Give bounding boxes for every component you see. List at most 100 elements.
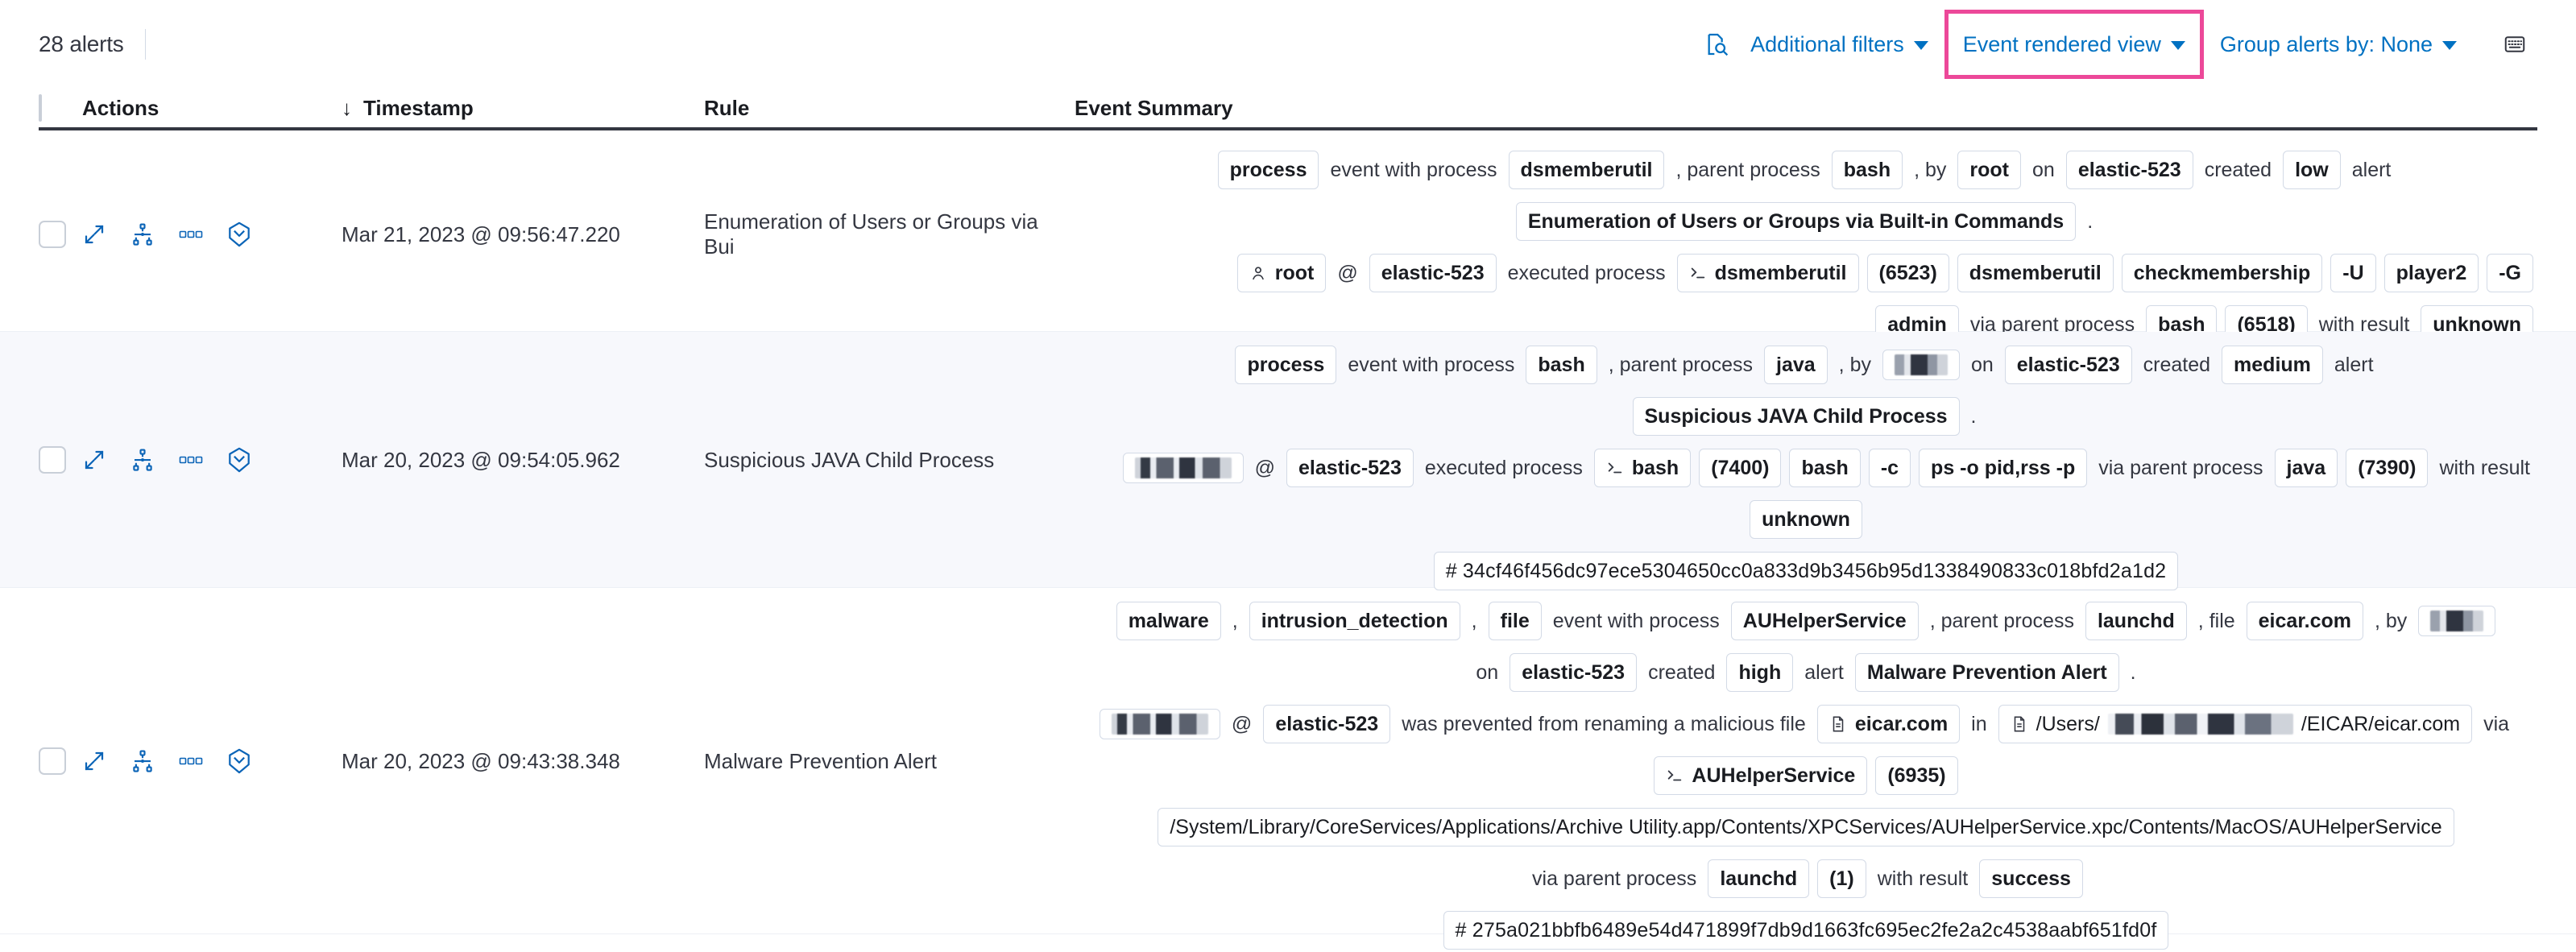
event-value-chip[interactable]: elastic-523	[2004, 346, 2132, 384]
session-view-icon[interactable]	[227, 221, 251, 247]
event-value-chip-label: java	[2286, 457, 2326, 479]
event-value-chip[interactable]: ps -o pid,rss -p	[1919, 449, 2088, 487]
event-value-chip[interactable]: java	[2274, 449, 2338, 487]
event-value-chip[interactable]: elastic-523	[1369, 254, 1497, 292]
analyzer-icon[interactable]	[130, 448, 155, 472]
event-value-chip[interactable]: root	[1957, 151, 2021, 189]
column-header-rule[interactable]: Rule	[704, 95, 750, 120]
redacted-value-chip[interactable]	[1882, 350, 1960, 380]
event-value-chip-label: eicar.com	[2258, 610, 2352, 632]
event-value-chip[interactable]: (6523)	[1866, 254, 1949, 292]
more-actions-icon[interactable]	[179, 754, 203, 768]
event-hash-chip[interactable]: # 34cf46f456dc97ece5304650cc0a833d9b3456…	[1433, 552, 2179, 590]
select-all-checkbox[interactable]	[39, 93, 42, 122]
row-actions-cell	[82, 332, 342, 588]
event-value-chip[interactable]: Malware Prevention Alert	[1854, 653, 2119, 692]
event-value-chip-label: bash	[1538, 354, 1585, 376]
additional-filters-button[interactable]: Additional filters	[1739, 22, 1940, 67]
redacted-value-chip[interactable]	[1099, 709, 1220, 739]
event-value-chip[interactable]: bash	[1526, 346, 1597, 384]
event-value-chip[interactable]: process	[1235, 346, 1337, 384]
expand-icon[interactable]	[82, 749, 106, 773]
event-value-chip[interactable]: dsmemberutil	[1676, 254, 1859, 292]
event-value-chip[interactable]: -G	[2487, 254, 2533, 292]
summary-text: in	[1971, 713, 1987, 735]
event-value-chip[interactable]: bash	[1789, 449, 1861, 487]
event-value-chip[interactable]: elastic-523	[1263, 705, 1391, 743]
event-value-chip[interactable]: (7390)	[2346, 449, 2429, 487]
event-value-chip[interactable]: bash	[1593, 449, 1692, 487]
event-value-chip[interactable]: high	[1726, 653, 1794, 692]
event-value-chip[interactable]: (7400)	[1699, 449, 1782, 487]
event-value-chip[interactable]: root	[1236, 254, 1327, 292]
event-value-chip[interactable]: -c	[1868, 449, 1911, 487]
event-summary-line: AUHelperService(6935)	[1075, 754, 2537, 797]
event-rendered-view-button[interactable]: Event rendered view	[1957, 22, 2192, 67]
row-select-cell	[39, 137, 82, 332]
event-value-chip-label: success	[1991, 867, 2071, 890]
event-value-chip[interactable]: elastic-523	[2065, 151, 2193, 189]
summary-text: @	[1254, 457, 1275, 479]
keyboard-icon[interactable]	[2492, 22, 2537, 67]
event-value-chip[interactable]: low	[2283, 151, 2341, 189]
event-value-chip[interactable]: Enumeration of Users or Groups via Built…	[1515, 202, 2077, 241]
group-alerts-by-button[interactable]: Group alerts by: None	[2209, 22, 2468, 67]
redacted-value-chip[interactable]	[1122, 453, 1244, 483]
expand-icon[interactable]	[82, 448, 106, 472]
column-header-event-summary[interactable]: Event Summary	[1075, 95, 1233, 120]
event-value-chip[interactable]: launchd	[2085, 602, 2187, 640]
redacted-value-chip[interactable]	[2418, 606, 2496, 636]
summary-text: , file	[2197, 610, 2235, 632]
event-value-chip[interactable]: eicar.com	[2246, 602, 2364, 640]
analyzer-icon[interactable]	[130, 749, 155, 773]
row-select-checkbox[interactable]	[39, 221, 66, 248]
analyzer-icon[interactable]	[130, 222, 155, 246]
event-value-chip[interactable]: unknown	[1750, 500, 1862, 539]
event-value-chip[interactable]: launchd	[1708, 859, 1810, 898]
inspect-icon[interactable]	[1694, 22, 1739, 67]
event-value-chip[interactable]: file	[1488, 602, 1542, 640]
event-hash-chip[interactable]: # 275a021bbfb6489e54d471899f7db9d1663fc6…	[1443, 911, 2169, 950]
event-value-chip[interactable]: elastic-523	[1286, 449, 1414, 487]
event-value-chip[interactable]: medium	[2222, 346, 2323, 384]
event-value-chip[interactable]: AUHelperService	[1654, 756, 1868, 795]
event-value-chip-label: (1)	[1829, 867, 1854, 890]
event-value-chip[interactable]: (1)	[1817, 859, 1866, 898]
event-value-chip[interactable]: bash	[1831, 151, 1903, 189]
event-value-chip[interactable]: java	[1764, 346, 1828, 384]
event-value-chip[interactable]: elastic-523	[1510, 653, 1638, 692]
more-actions-icon[interactable]	[179, 453, 203, 467]
session-view-icon[interactable]	[227, 447, 251, 473]
event-value-chip[interactable]: (6935)	[1875, 756, 1958, 795]
session-view-icon[interactable]	[227, 748, 251, 774]
summary-text: created	[1648, 661, 1716, 684]
expand-icon[interactable]	[82, 222, 106, 246]
event-value-chip[interactable]: malware	[1116, 602, 1221, 640]
event-value-chip[interactable]: process	[1217, 151, 1319, 189]
event-value-chip[interactable]: dsmemberutil	[1957, 254, 2114, 292]
event-value-chip[interactable]: Suspicious JAVA Child Process	[1632, 397, 1960, 436]
event-value-chip[interactable]: checkmembership	[2121, 254, 2323, 292]
event-value-chip[interactable]: dsmemberutil	[1508, 151, 1665, 189]
event-value-chip[interactable]: intrusion_detection	[1249, 602, 1460, 640]
additional-filters-label: Additional filters	[1750, 31, 1904, 56]
row-select-checkbox[interactable]	[39, 747, 66, 775]
file-path-chip[interactable]: /Users//EICAR/eicar.com	[1998, 705, 2473, 743]
event-value-chip[interactable]: success	[1979, 859, 2083, 898]
more-actions-icon[interactable]	[179, 227, 203, 242]
event-value-chip[interactable]: player2	[2383, 254, 2479, 292]
event-value-chip[interactable]: /System/Library/CoreServices/Application…	[1158, 808, 2454, 846]
event-value-chip[interactable]: -U	[2330, 254, 2376, 292]
event-value-chip[interactable]: eicar.com	[1816, 705, 1961, 743]
event-value-chip[interactable]: AUHelperService	[1730, 602, 1919, 640]
event-value-chip-label: malware	[1128, 610, 1209, 632]
row-select-checkbox[interactable]	[39, 446, 66, 474]
column-header-timestamp[interactable]: ↓Timestamp	[342, 96, 704, 121]
row-actions-cell	[82, 137, 342, 332]
